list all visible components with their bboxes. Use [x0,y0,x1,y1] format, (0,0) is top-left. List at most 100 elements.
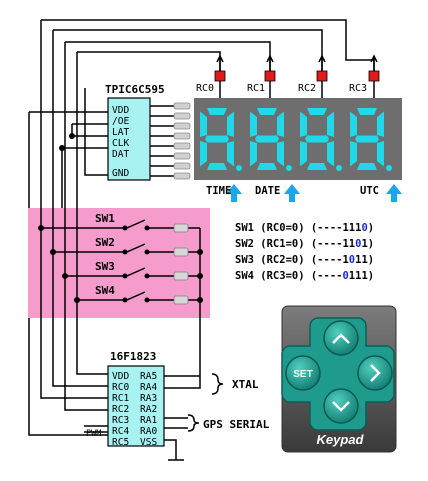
ic-bottom-pin-ra0: RA0 [140,426,157,437]
probe-label-rc2: RC2 [298,83,316,94]
segment-g [305,135,329,143]
probe-rc2: RC2 [298,54,328,98]
keypad: SET Keypad [281,305,397,453]
probe-label-rc0: RC0 [196,83,214,94]
segment-e [350,141,357,167]
segment-f [350,111,357,137]
ic-bottom-pin-rc4: RC4 [112,426,129,437]
segment-c [327,141,334,167]
segment-c [377,141,384,167]
switch-label-sw3: SW3 [95,260,115,273]
segment-d [307,163,327,170]
tpic6c595-chip: TPIC6C595 VDD /OE LAT CLK DAT GND [105,83,165,181]
decimal-point [236,165,242,171]
segment-d [357,163,377,170]
label-time: TIME [206,185,231,197]
decimal-point [336,165,342,171]
probe-rc1: RC1 [247,54,276,98]
ic-top-pin-gnd: GND [112,168,129,179]
arrow-up-icon [284,184,300,202]
label-date: DATE [255,185,280,197]
segment-b [227,111,234,137]
segment-e [250,141,257,167]
segment-g [205,135,229,143]
ic-bottom-pin-rc1: RC1 [112,393,129,404]
ic-top-name: TPIC6C595 [105,83,165,96]
braces [187,373,224,432]
ic-bottom-pin-vss: VSS [140,437,157,448]
pic16f1823-chip: 16F1823 VDD RC0 RC1 RC2 RC3 RC4 RC5 RA5 … [107,350,165,448]
segment-c [277,141,284,167]
segment-e [300,141,307,167]
segment-a [257,108,277,115]
ic-bottom-pin-vdd: VDD [112,371,129,382]
decimal-point [286,165,292,171]
segment-g [355,135,379,143]
label-utc: UTC [360,185,379,197]
ic-bottom-pin-ra5: RA5 [140,371,157,382]
segment-d [257,163,277,170]
display-digits [200,108,392,171]
ic-bottom-pin-rc2: RC2 [112,404,129,415]
switch-codes: SW1 (RC0=0) (----1110) SW2 (RC1=0) (----… [235,222,374,282]
ic-bottom-pin-rc5: RC5 [112,437,129,448]
set-button[interactable]: SET [285,355,321,391]
segment-e [200,141,207,167]
ic-bottom-pin-rc0: RC0 [112,382,129,393]
ic-top-pin-clk: CLK [112,138,129,149]
xtal-label: XTAL [232,378,259,391]
ic-bottom-pin-ra1: RA1 [140,415,157,426]
segment-a [357,108,377,115]
mode-arrows [226,184,402,202]
resistor-array [173,102,191,180]
ic-bottom-pin-ra3: RA3 [140,393,157,404]
segment-f [250,111,257,137]
code-line: SW2 (RC1=0) (----1101) [235,238,374,250]
segment-b [277,111,284,137]
arrow-up-icon [386,184,402,202]
code-line: SW1 (RC0=0) (----1110) [235,222,374,234]
chevron-up-icon [332,333,350,344]
arrow-up-icon [226,184,242,202]
segment-a [307,108,327,115]
ic-top-pin-oe: /OE [112,116,129,127]
switch-label-sw4: SW4 [95,284,115,297]
code-line: SW4 (RC3=0) (----0111) [235,270,374,282]
segment-a [207,108,227,115]
segment-b [327,111,334,137]
segment-c [227,141,234,167]
probe-label-rc3: RC3 [349,83,367,94]
decimal-point [386,165,392,171]
gps-label: GPS SERIAL [203,418,270,431]
probe-rc0: RC0 [196,54,226,98]
ic-bottom-pin-ra4: RA4 [140,382,157,393]
seven-segment-display [194,98,402,180]
up-button[interactable] [323,320,359,356]
right-button[interactable] [357,355,393,391]
ic-top-pin-lat: LAT [112,127,129,138]
probes: RC0 RC1 RC2 RC3 [196,54,380,98]
pwm-label: PWM [86,429,101,439]
segment-b [377,111,384,137]
probe-rc3: RC3 [349,54,380,98]
ic-bottom-pin-rc3: RC3 [112,415,129,426]
chevron-right-icon [370,364,381,382]
chevron-down-icon [332,401,350,412]
segment-f [300,111,307,137]
ic-top-pin-dat: DAT [112,149,129,160]
segment-f [200,111,207,137]
switch-label-sw2: SW2 [95,236,115,249]
set-button-label: SET [293,369,312,380]
switch-diodes [173,223,189,305]
switch-label-sw1: SW1 [95,212,115,225]
probe-label-rc1: RC1 [247,83,265,94]
ic-bottom-name: 16F1823 [110,350,156,363]
code-line: SW3 (RC2=0) (----1011) [235,254,374,266]
switch-junctions [38,225,203,303]
segment-d [207,163,227,170]
ic-bottom-pin-ra2: RA2 [140,404,157,415]
ic-top-pin-vdd: VDD [112,105,129,116]
keypad-title: Keypad [317,432,365,447]
down-button[interactable] [323,388,359,424]
